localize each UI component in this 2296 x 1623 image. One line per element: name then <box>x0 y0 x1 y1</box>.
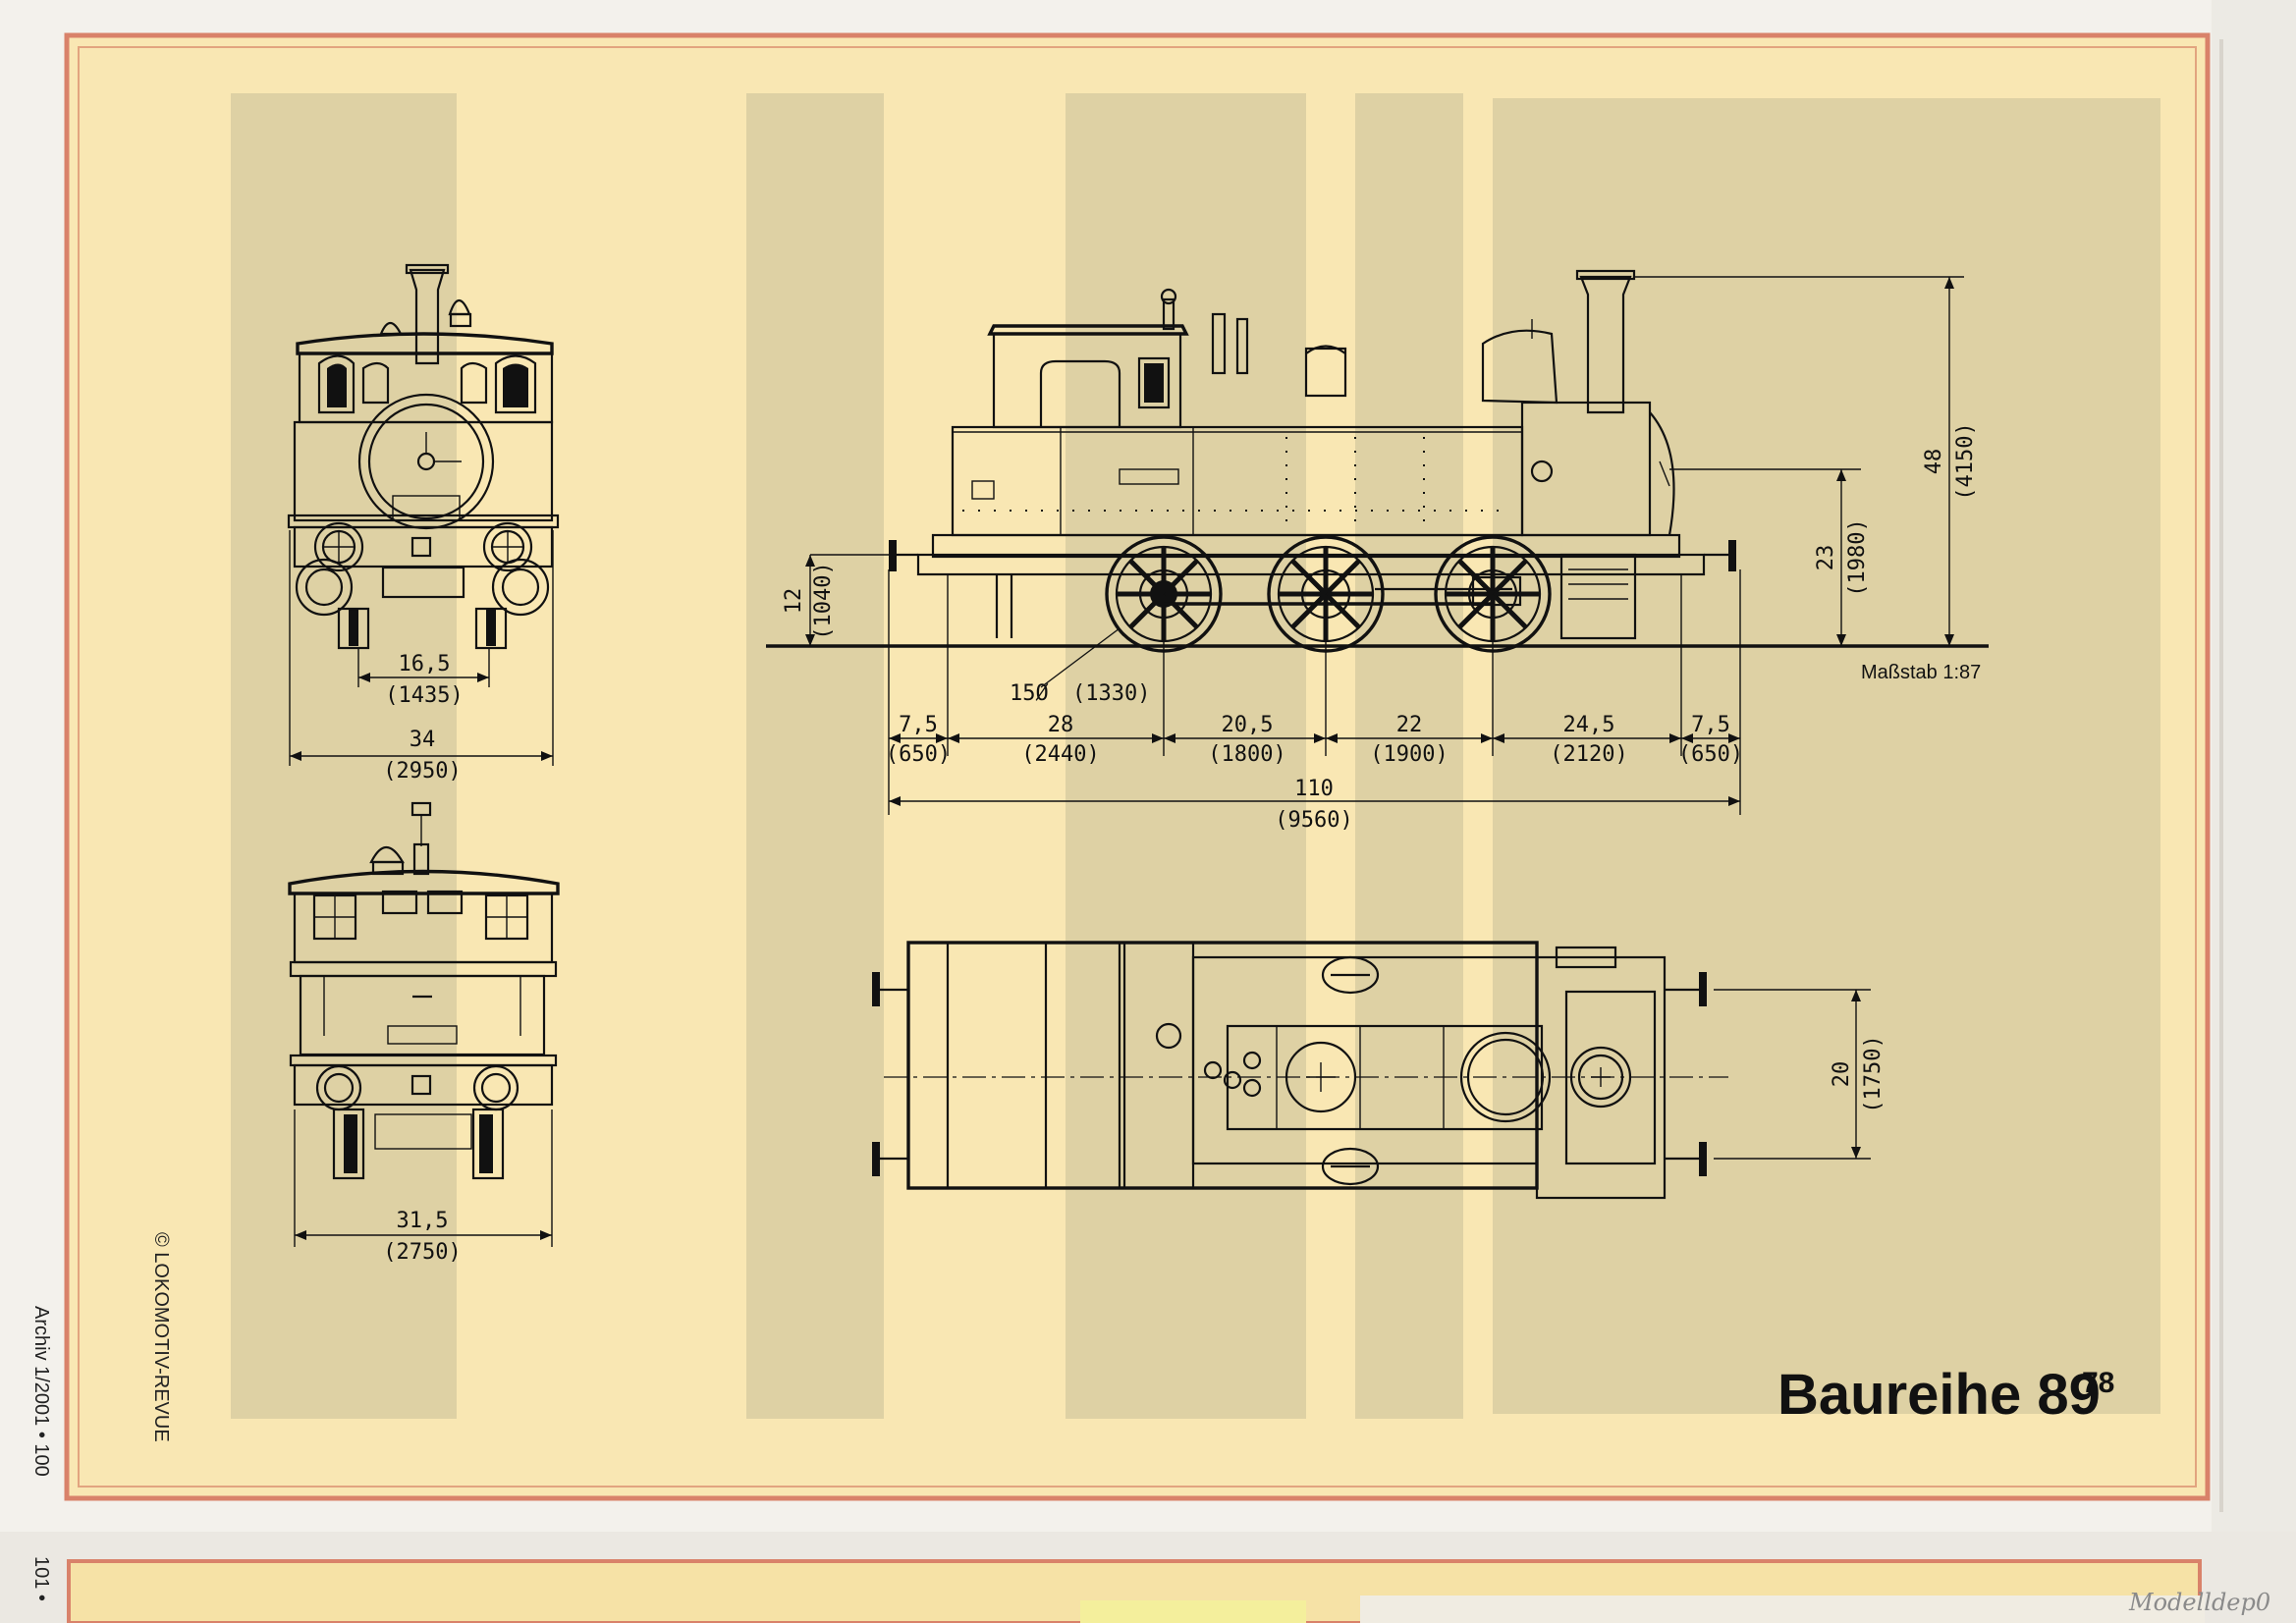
bottom-page-number: 101 • <box>30 1556 52 1601</box>
copyright: © LOKOMOTIV-REVUE <box>150 1232 172 1442</box>
watermark: Modelldep0 <box>2128 1589 2270 1616</box>
front-view: 16,5 (1435) 34 (2950) <box>287 263 560 784</box>
seg-2-value: 28 <box>1048 713 1074 737</box>
inner-frame <box>78 46 2197 1488</box>
seg-3-mm: (1800) <box>1208 742 1285 767</box>
front-gauge-value: 16,5 <box>399 652 451 676</box>
seg-1-value: 7,5 <box>899 713 938 737</box>
seg-5-mm: (2120) <box>1550 742 1627 767</box>
seg-4-mm: (1900) <box>1370 742 1448 767</box>
seg-4-value: 22 <box>1396 713 1423 737</box>
gutter <box>2212 0 2296 1623</box>
boiler-height-mm: (1980) <box>1845 518 1870 596</box>
wheel-dia-mm: (1330) <box>1072 681 1150 706</box>
front-width-mm: (2950) <box>383 759 461 784</box>
rear-width-value: 31,5 <box>397 1209 449 1233</box>
seg-5-value: 24,5 <box>1563 713 1615 737</box>
title-superscript: 78 <box>2082 1367 2114 1399</box>
front-gauge-mm: (1435) <box>385 683 463 708</box>
rear-view: 31,5 (2750) <box>288 801 560 1265</box>
wheel-dia-value: 15Ø <box>1010 681 1049 706</box>
total-height-value: 48 <box>1922 449 1946 475</box>
seg-6-value: 7,5 <box>1691 713 1730 737</box>
next-page-box <box>1360 1596 2205 1623</box>
page-ref: Archiv 1/2001 • 100 <box>30 1306 52 1477</box>
buffer-height-mm: (1040) <box>811 562 836 639</box>
title: Baureihe 89 <box>1777 1363 2101 1427</box>
seg-1-mm: (650) <box>886 742 951 767</box>
buffer-spacing-mm: (1750) <box>1861 1035 1886 1112</box>
next-page-highlight <box>1080 1600 1306 1623</box>
total-length-mm: (9560) <box>1275 808 1352 833</box>
front-width-value: 34 <box>410 728 436 752</box>
total-length-value: 110 <box>1294 777 1334 801</box>
total-height-mm: (4150) <box>1953 422 1978 500</box>
side-view: 15Ø (1330) 12 (1040) 23 (1980) 48 (4150)… <box>766 269 1989 833</box>
gutter-shadow <box>2219 39 2223 1512</box>
scale-label: Maßstab 1:87 <box>1861 662 1981 683</box>
top-view: 20 (1750) <box>872 941 1886 1200</box>
seg-6-mm: (650) <box>1678 742 1743 767</box>
buffer-height-value: 12 <box>782 588 806 615</box>
boiler-height-value: 23 <box>1814 545 1838 571</box>
seg-2-mm: (2440) <box>1021 742 1099 767</box>
buffer-spacing-value: 20 <box>1830 1061 1854 1088</box>
seg-3-value: 20,5 <box>1222 713 1274 737</box>
rear-width-mm: (2750) <box>383 1240 461 1265</box>
